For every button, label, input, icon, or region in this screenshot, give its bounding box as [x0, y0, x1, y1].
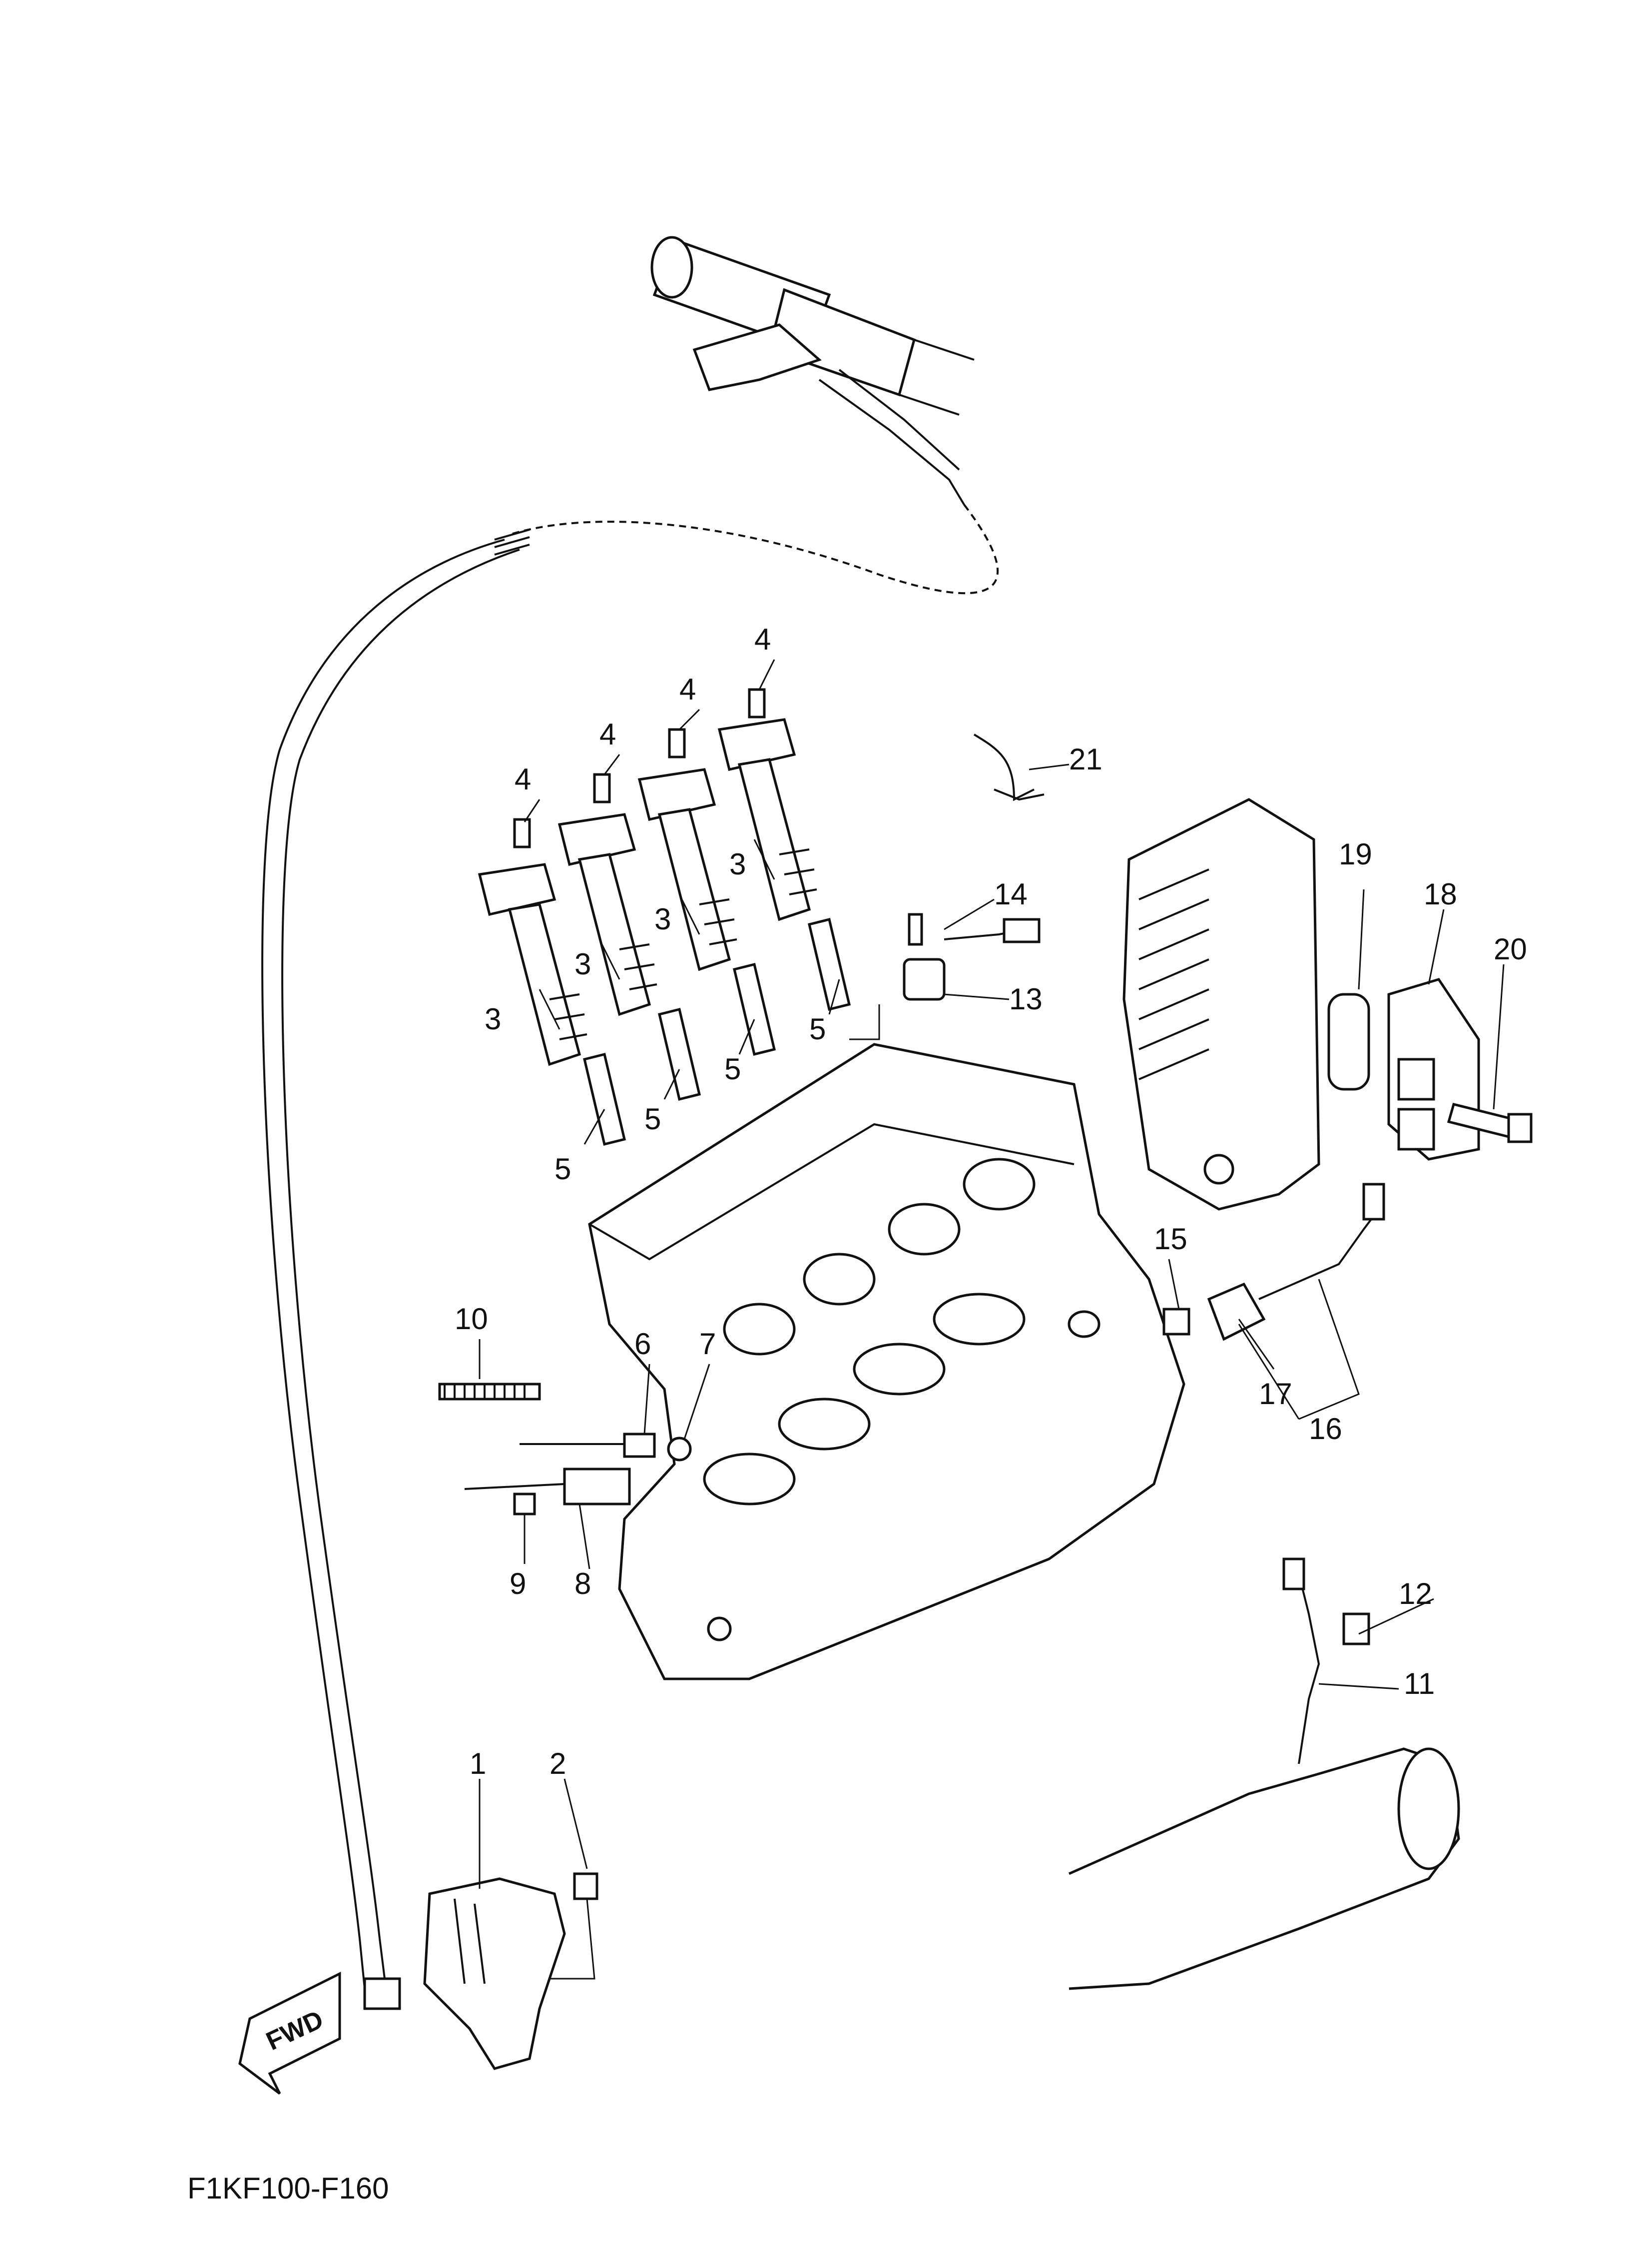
callout-13: 13 [1009, 982, 1043, 1016]
bolt [1447, 1102, 1533, 1143]
callout-1: 1 [470, 1747, 486, 1780]
callout-7: 7 [699, 1327, 716, 1361]
callout-10: 10 [455, 1302, 488, 1336]
callout-20: 20 [1494, 932, 1527, 966]
callout-9: 9 [510, 1567, 526, 1600]
throttle-grip [650, 236, 975, 506]
callout-14: 14 [994, 877, 1028, 911]
callout-3: 3 [729, 847, 746, 881]
callout-17: 17 [1259, 1377, 1292, 1411]
callout-5: 5 [644, 1102, 661, 1136]
callout-4: 4 [754, 623, 771, 656]
throttle-body [423, 1872, 598, 2070]
ignition-coils [478, 718, 817, 1066]
temp-sensors [438, 1383, 692, 1515]
callout-11: 11 [1404, 1667, 1435, 1700]
callout-19: 19 [1339, 837, 1372, 871]
ignition-coil [557, 813, 657, 1016]
electrical-box [1122, 798, 1320, 1211]
spark-plugs [583, 917, 851, 1146]
callout-16: 16 [1309, 1412, 1342, 1446]
coil-bolts [513, 688, 766, 848]
engine-block [588, 1043, 1185, 1680]
ignition-coil [478, 863, 587, 1066]
callout-4: 4 [599, 718, 616, 751]
callouts: 1 2 3 3 3 3 4 4 4 4 5 5 5 5 6 7 8 9 10 1… [455, 623, 1527, 1780]
callout-2: 2 [550, 1747, 566, 1780]
callout-5: 5 [724, 1052, 741, 1086]
fwd-arrow [238, 1971, 341, 2095]
leader-lines [479, 659, 1505, 1980]
knock-sensor [1068, 1183, 1385, 1341]
callout-4: 4 [515, 762, 531, 796]
cable-band [973, 734, 1045, 801]
throttle-cable [261, 504, 999, 2010]
callout-4: 4 [679, 673, 696, 706]
callout-3: 3 [654, 902, 671, 936]
figure-code: F1KF100-F160 [187, 2172, 389, 2205]
callout-5: 5 [809, 1012, 826, 1046]
callout-12: 12 [1399, 1577, 1432, 1610]
exhaust-pipe [1068, 1557, 1460, 1990]
ignition-coil [717, 718, 817, 921]
ignition-coil [637, 768, 737, 971]
cam-sensor [903, 913, 1041, 1001]
callout-5: 5 [554, 1152, 571, 1186]
callout-15: 15 [1154, 1222, 1187, 1256]
sensor-unit [1387, 978, 1480, 1161]
callout-21: 21 [1069, 743, 1102, 776]
callout-8: 8 [574, 1567, 591, 1600]
callout-6: 6 [634, 1327, 651, 1361]
gasket [1327, 993, 1370, 1091]
callout-3: 3 [485, 1002, 501, 1036]
callout-18: 18 [1424, 877, 1457, 911]
callout-3: 3 [574, 947, 591, 981]
